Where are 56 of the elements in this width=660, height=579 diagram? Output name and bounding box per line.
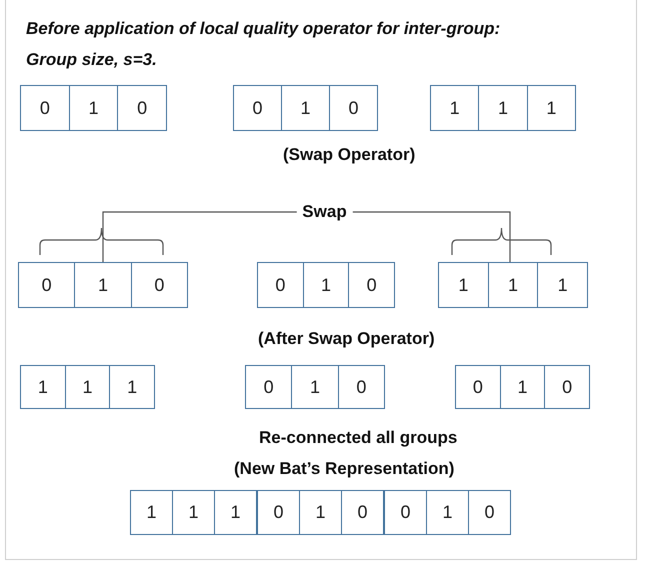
bit-cell: 0 bbox=[348, 263, 394, 307]
group-box bbox=[130, 490, 257, 535]
bit-cell: 0 bbox=[258, 491, 299, 534]
group-box bbox=[20, 85, 167, 131]
bit-cell: 1 bbox=[478, 86, 527, 130]
bit-cell: 0 bbox=[385, 491, 426, 534]
group-box bbox=[257, 490, 384, 535]
group-box bbox=[20, 365, 155, 409]
bit-cell: 0 bbox=[130, 263, 187, 307]
bit-cell: 1 bbox=[281, 86, 329, 130]
group-box bbox=[430, 85, 576, 131]
group-box bbox=[438, 262, 588, 308]
bit-cell: 0 bbox=[258, 263, 303, 307]
bit-cell: 1 bbox=[214, 491, 256, 534]
group-box bbox=[245, 365, 385, 409]
bit-cell: 1 bbox=[291, 366, 338, 408]
bit-cell: 1 bbox=[68, 86, 118, 130]
bit-cell: 1 bbox=[500, 366, 544, 408]
bit-cell: 1 bbox=[431, 86, 478, 130]
bit-cell: 0 bbox=[246, 366, 292, 408]
bit-cell: 0 bbox=[21, 86, 69, 130]
bit-cell: 0 bbox=[329, 86, 377, 130]
bit-cell: 1 bbox=[64, 366, 110, 408]
group-box bbox=[233, 85, 378, 131]
bit-cell: 1 bbox=[302, 263, 348, 307]
label-text: Re-connected all groups bbox=[259, 428, 458, 448]
bit-cell: 0 bbox=[468, 491, 510, 534]
bit-cell: 1 bbox=[172, 491, 214, 534]
bit-cell: 0 bbox=[341, 491, 383, 534]
bit-cell: 0 bbox=[19, 263, 74, 307]
label-text: (Swap Operator) bbox=[283, 145, 416, 165]
bit-cell: 1 bbox=[299, 491, 341, 534]
bit-cell: 1 bbox=[131, 491, 172, 534]
group-box bbox=[455, 365, 590, 409]
bit-cell: 1 bbox=[21, 366, 65, 408]
group-box bbox=[18, 262, 188, 308]
bit-cell: 0 bbox=[544, 366, 590, 408]
label-text: Group size, s=3. bbox=[26, 50, 157, 70]
bit-cell: 0 bbox=[117, 86, 166, 130]
bit-cell: 0 bbox=[456, 366, 500, 408]
group-box bbox=[384, 490, 511, 535]
bit-cell: 1 bbox=[426, 491, 468, 534]
bit-cell: 1 bbox=[109, 366, 154, 408]
bit-cell: 1 bbox=[526, 86, 575, 130]
bit-cell: 1 bbox=[488, 263, 538, 307]
bit-cell: 1 bbox=[537, 263, 588, 307]
bit-cell: 0 bbox=[338, 366, 384, 408]
bit-cell: 1 bbox=[439, 263, 488, 307]
edge-label: Swap bbox=[296, 202, 353, 222]
group-box bbox=[257, 262, 395, 308]
title: Before application of local quality operator for inter-group: bbox=[26, 19, 500, 39]
bit-cell: 1 bbox=[74, 263, 131, 307]
label-text: (New Bat’s Representation) bbox=[234, 459, 454, 479]
label-text: (After Swap Operator) bbox=[258, 329, 435, 349]
connector-line bbox=[102, 211, 511, 262]
bit-cell: 0 bbox=[234, 86, 281, 130]
